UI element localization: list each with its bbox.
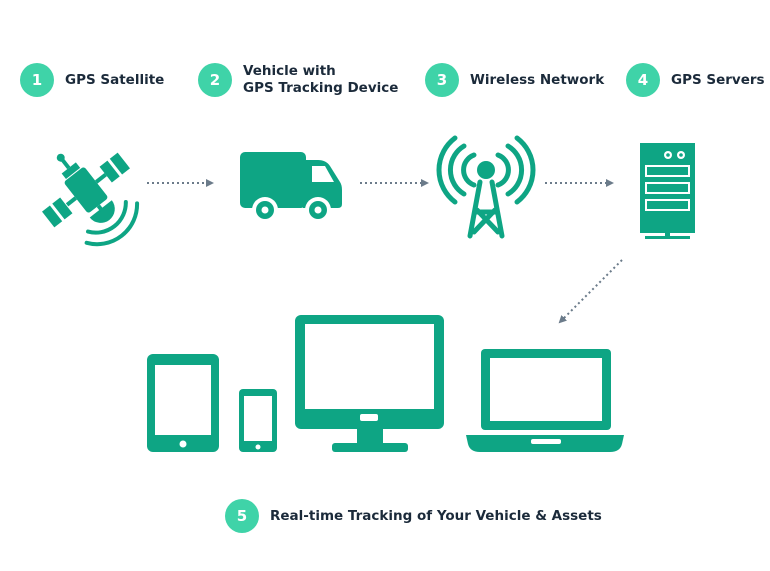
tablet-icon	[147, 354, 219, 452]
step-2: 2 Vehicle with GPS Tracking Device	[198, 63, 398, 97]
radio-tower-icon	[436, 135, 536, 239]
step-2-badge: 2	[198, 63, 232, 97]
step-1-label-line-1: GPS Satellite	[65, 71, 165, 88]
step-3-badge: 3	[425, 63, 459, 97]
delivery-van-icon	[240, 152, 342, 223]
step-4-badge: 4	[626, 63, 660, 97]
step-3: 3 Wireless Network	[425, 63, 604, 97]
arrow-servers-to-devices	[558, 259, 623, 324]
step-4: 4 GPS Servers	[626, 63, 765, 97]
step-5: 5 Real-time Tracking of Your Vehicle & A…	[225, 499, 602, 533]
desktop-monitor-icon	[295, 315, 444, 452]
step-1: 1 GPS Satellite	[20, 63, 164, 97]
step-2-label-line-2: GPS Tracking Device	[243, 80, 399, 96]
step-4-label: GPS Servers	[671, 72, 765, 89]
step-3-label: Wireless Network	[470, 72, 604, 89]
step-5-label: Real-time Tracking of Your Vehicle & Ass…	[270, 508, 602, 525]
satellite-icon	[42, 152, 140, 247]
step-5-label-line-1: Real-time Tracking of Your Vehicle & Ass…	[270, 507, 602, 524]
step-4-label-line-1: GPS Servers	[671, 71, 765, 88]
step-1-label: GPS Satellite	[65, 72, 164, 89]
step-2-label-line-1: Vehicle with	[243, 63, 336, 79]
step-1-badge: 1	[20, 63, 54, 97]
flow-arrows	[147, 179, 623, 324]
step-2-label: Vehicle with GPS Tracking Device	[243, 63, 398, 97]
laptop-icon	[466, 349, 624, 452]
server-rack-icon	[640, 143, 695, 239]
step-3-label-line-1: Wireless Network	[470, 71, 605, 88]
step-5-badge: 5	[225, 499, 259, 533]
smartphone-icon	[239, 389, 277, 452]
